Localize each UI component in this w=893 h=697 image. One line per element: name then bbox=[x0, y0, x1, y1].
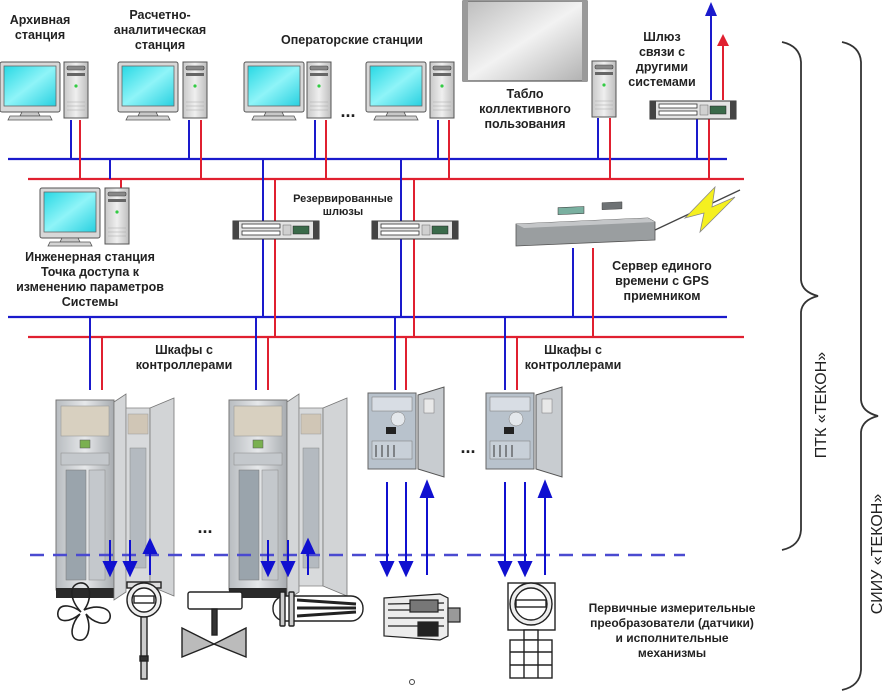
valve-icon[interactable] bbox=[181, 591, 247, 659]
redundant-gateways-label: Резервированные шлюзы bbox=[293, 193, 393, 218]
ptk-tekon-label: ПТК «ТЕКОН» bbox=[813, 351, 830, 459]
transmitter-icon[interactable] bbox=[126, 581, 162, 680]
electric-motor-icon[interactable] bbox=[383, 593, 461, 641]
gateway-other-systems[interactable] bbox=[649, 100, 737, 120]
brace-siiu-icon bbox=[841, 41, 879, 691]
display-board[interactable] bbox=[462, 0, 588, 82]
siiu-tekon-label: СИИУ «ТЕКОН» bbox=[869, 493, 886, 615]
cabinets-right-label: Шкафы с контроллерами bbox=[524, 343, 622, 372]
redundant-gateway-1[interactable] bbox=[232, 220, 320, 240]
operators-ellipsis: ... bbox=[340, 101, 356, 121]
cabinets-left-label: Шкафы с контроллерами bbox=[135, 343, 233, 372]
calc-station[interactable] bbox=[117, 61, 208, 121]
archive-station-label: Архивная станция bbox=[9, 13, 71, 42]
display-board-label: Табло коллективного пользования bbox=[479, 87, 571, 131]
external-link-arrow-blue-icon bbox=[705, 2, 717, 16]
flow-meter-icon[interactable] bbox=[507, 582, 556, 679]
gps-antenna-signal-icon bbox=[654, 185, 741, 234]
fan-icon[interactable] bbox=[57, 582, 111, 641]
engineering-station-label: Инженерная станция Точка доступа к измен… bbox=[16, 250, 164, 309]
cabinets-left-ellipsis: ... bbox=[197, 517, 213, 537]
floor-cabinet-1[interactable] bbox=[55, 393, 175, 601]
archive-station[interactable] bbox=[0, 61, 89, 121]
cabinets-right-ellipsis: ... bbox=[460, 437, 476, 457]
redundant-gateway-2[interactable] bbox=[371, 220, 459, 240]
heater-icon[interactable] bbox=[272, 591, 364, 627]
calc-station-label: Расчетно- аналитическая станция bbox=[113, 8, 207, 52]
wall-cabinet-2[interactable] bbox=[485, 386, 563, 478]
station-connections bbox=[70, 14, 724, 390]
brace-ptk-icon bbox=[781, 41, 819, 551]
external-link-arrow-red-icon bbox=[717, 34, 729, 46]
operator-station-1[interactable] bbox=[243, 61, 332, 121]
gps-server-label: Сервер единого времени с GPS приемником bbox=[612, 259, 712, 303]
wall-cabinet-1[interactable] bbox=[367, 386, 445, 478]
operator-stations-label: Операторские станции bbox=[281, 33, 423, 47]
small-circle-mark bbox=[409, 679, 415, 685]
gps-time-server[interactable] bbox=[515, 201, 656, 247]
field-devices-label: Первичные измерительные преобразователи … bbox=[588, 601, 756, 660]
gateway-other-systems-label: Шлюз связи с другими системами bbox=[628, 30, 696, 89]
signal-arrows bbox=[102, 479, 553, 578]
display-board-pc[interactable] bbox=[591, 60, 617, 118]
upper-network-bus bbox=[8, 157, 744, 181]
lower-network-bus bbox=[8, 315, 744, 339]
operator-station-2[interactable] bbox=[365, 61, 455, 121]
engineering-station[interactable] bbox=[39, 187, 130, 247]
